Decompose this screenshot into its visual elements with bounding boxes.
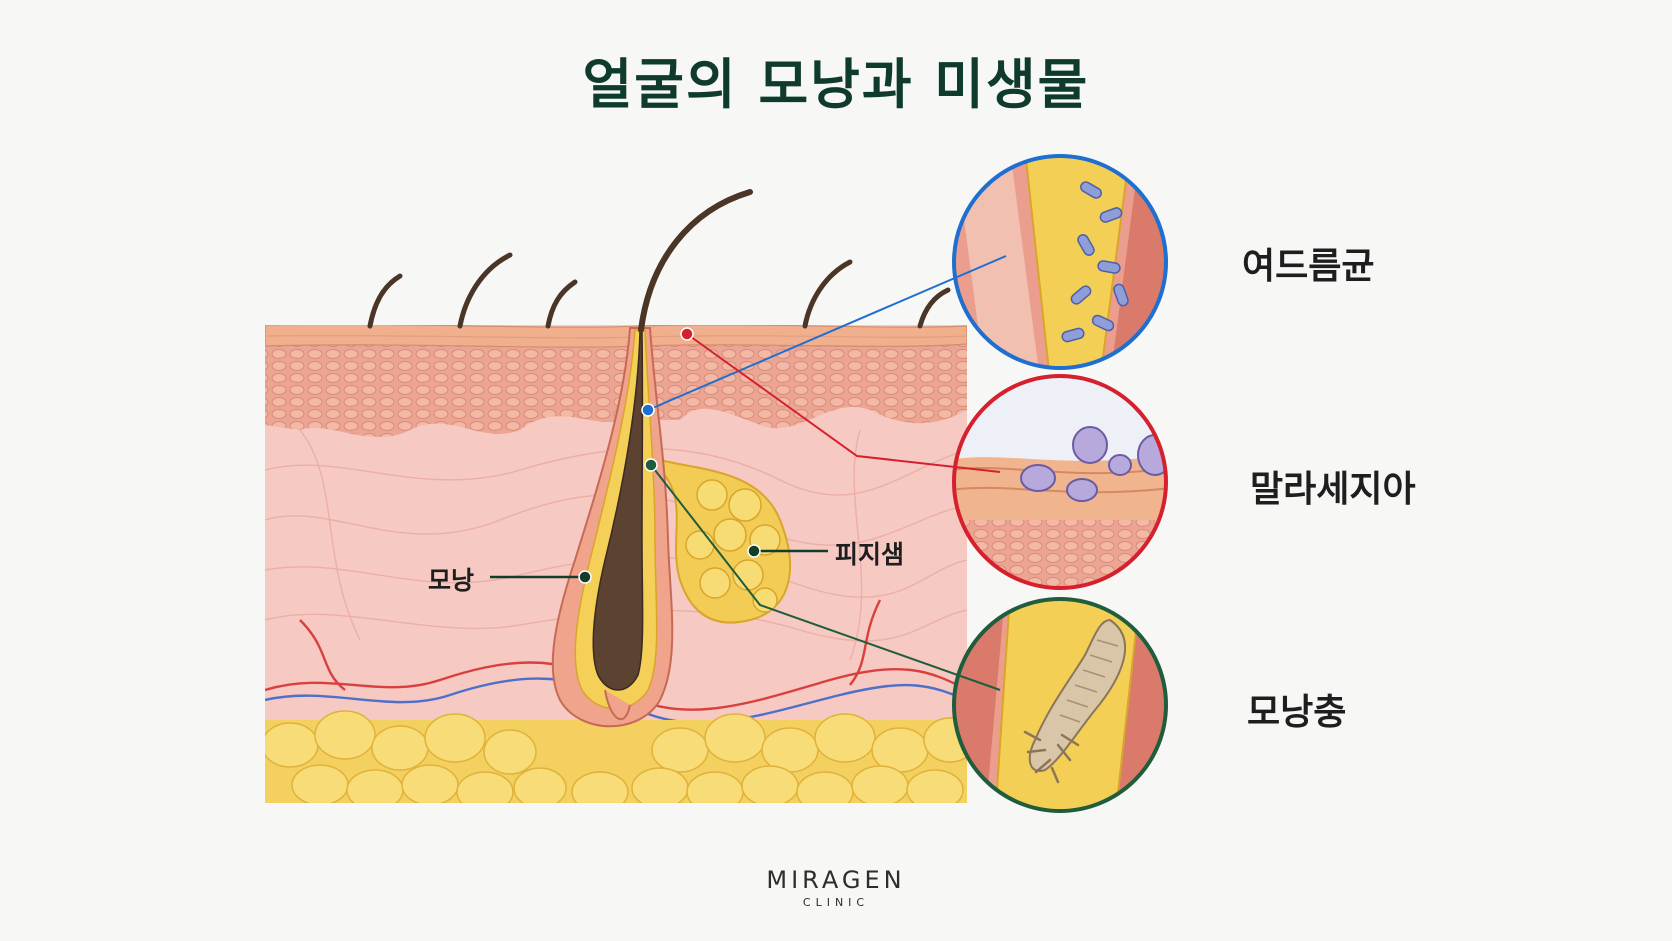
sebaceous-gland-label: 피지샘 [835, 540, 905, 569]
leader-line-acne-bacteria [647, 255, 1007, 411]
hair-follicle-shape [551, 327, 674, 728]
acne-bacteria-inset [952, 154, 1168, 370]
malassezia-label: 말라세지아 [1250, 469, 1416, 510]
skin-block [265, 325, 967, 803]
malassezia-inset [952, 374, 1168, 590]
hair-shafts [367, 189, 951, 333]
leader-lines [490, 255, 1007, 691]
brand-logo-sub: CLINIC [802, 896, 870, 909]
acne-bacteria-label: 여드름균 [1242, 246, 1375, 287]
sebaceous-gland-shape [659, 458, 791, 624]
leader-line-malassezia [686, 333, 1001, 473]
demodex-mite-shape [1023, 618, 1127, 784]
leader-dot-acne-bacteria [641, 403, 655, 417]
demodex-label: 모낭충 [1247, 692, 1347, 733]
follicle-label: 모낭 [428, 566, 475, 595]
leader-dot-demodex [644, 458, 658, 472]
leader-dot-follicle [578, 570, 592, 584]
leader-dot-sebaceous-gland [747, 544, 761, 558]
brand-logo-name: MIRAGEN [766, 866, 906, 894]
leader-line-demodex [650, 464, 1001, 691]
leader-dot-malassezia [680, 327, 694, 341]
demodex-mite-inset [952, 597, 1168, 813]
diagram-title: 얼굴의 모낭과 미생물 [582, 53, 1090, 116]
